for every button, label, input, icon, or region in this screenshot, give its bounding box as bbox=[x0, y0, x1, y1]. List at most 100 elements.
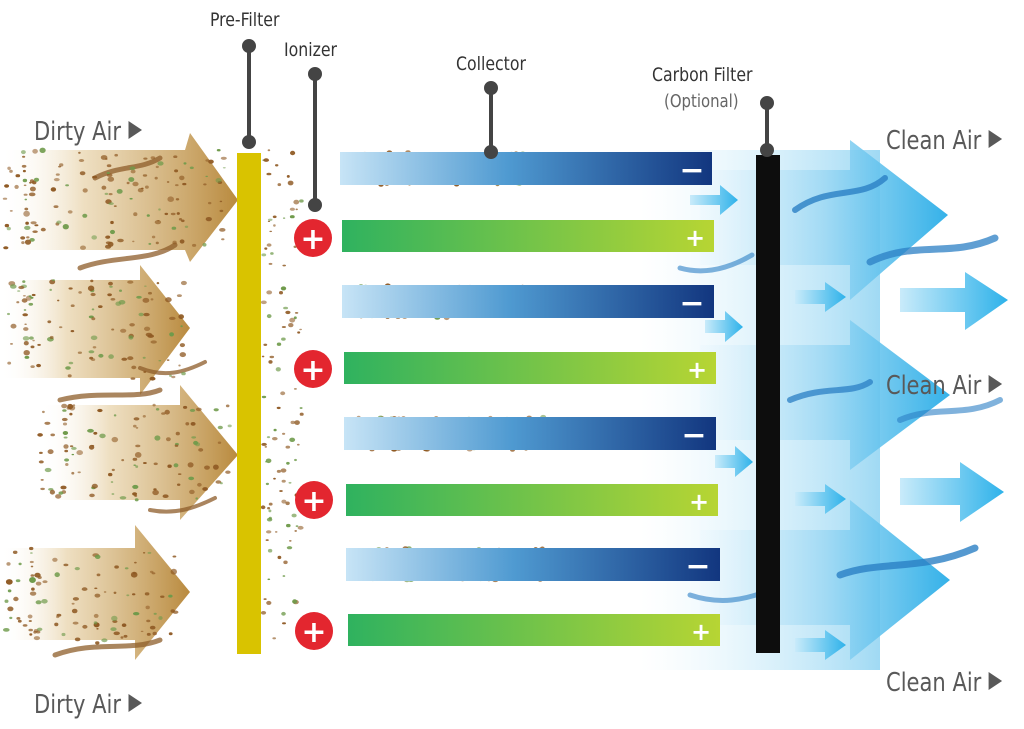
dust-particle bbox=[7, 312, 10, 316]
dirty-air-arrow bbox=[0, 525, 190, 660]
dust-particle bbox=[291, 513, 297, 518]
dust-particle bbox=[30, 552, 33, 554]
dust-particle bbox=[266, 436, 271, 439]
dust-particle bbox=[146, 619, 151, 623]
dust-particle bbox=[64, 449, 69, 453]
dust-particle bbox=[59, 163, 64, 167]
dust-particle bbox=[23, 341, 29, 346]
dust-particle bbox=[27, 614, 33, 619]
dust-particle bbox=[34, 224, 39, 227]
collector-plates bbox=[340, 152, 720, 646]
dust-particle bbox=[287, 180, 294, 186]
dust-particle bbox=[7, 589, 12, 593]
dust-particle bbox=[108, 193, 113, 196]
dust-particle bbox=[299, 412, 304, 416]
dust-particle bbox=[140, 630, 144, 633]
dust-particle bbox=[111, 493, 115, 495]
dust-particle bbox=[145, 332, 153, 337]
dust-particle bbox=[283, 306, 289, 310]
play-arrow-icon bbox=[988, 130, 1003, 148]
dust-particle bbox=[118, 300, 126, 305]
dust-particle bbox=[72, 597, 79, 601]
dust-particle bbox=[52, 557, 58, 562]
dust-particle bbox=[197, 482, 202, 487]
dirty-air-text: Dirty Air bbox=[34, 690, 122, 720]
dust-particle bbox=[155, 408, 160, 411]
dust-particle bbox=[114, 565, 119, 569]
dust-particle bbox=[4, 223, 10, 228]
dust-particle bbox=[179, 175, 185, 181]
dust-particle bbox=[37, 433, 43, 437]
dust-particle bbox=[93, 613, 99, 618]
dust-particle bbox=[142, 297, 150, 303]
dust-particle bbox=[293, 316, 297, 320]
dust-particle bbox=[97, 408, 103, 413]
dust-particle bbox=[149, 376, 156, 381]
dust-particle bbox=[263, 343, 268, 346]
dust-particle bbox=[267, 218, 273, 221]
negative-plate bbox=[342, 285, 714, 318]
dust-particle bbox=[174, 169, 179, 173]
dust-particle bbox=[290, 420, 296, 425]
dust-particle bbox=[32, 339, 35, 342]
dust-particle bbox=[51, 279, 56, 282]
clean-air-text: Clean Air bbox=[886, 668, 982, 698]
dust-particle bbox=[10, 343, 13, 345]
dust-particle bbox=[268, 262, 273, 265]
dust-particle bbox=[129, 323, 135, 327]
dust-particle bbox=[280, 286, 287, 291]
dust-particle bbox=[111, 468, 115, 472]
dust-particle bbox=[215, 178, 222, 183]
dust-particle bbox=[171, 226, 177, 230]
dust-particle bbox=[266, 243, 272, 247]
dust-particle bbox=[175, 431, 180, 436]
dust-particle bbox=[49, 335, 54, 340]
dust-particle bbox=[26, 236, 30, 239]
dust-particle bbox=[78, 291, 82, 294]
dust-particle bbox=[173, 155, 178, 158]
dust-particle bbox=[110, 220, 114, 225]
carbon-filter-bar bbox=[756, 155, 780, 653]
ionizer-plus-icon bbox=[294, 219, 332, 257]
dust-particle bbox=[44, 467, 52, 473]
clean-air-arrow-small bbox=[795, 630, 846, 660]
dust-particle bbox=[7, 361, 12, 365]
dust-particle bbox=[217, 441, 222, 444]
dust-particle bbox=[276, 406, 281, 410]
dust-particle bbox=[277, 183, 282, 187]
dust-particle bbox=[265, 461, 268, 463]
dust-particle bbox=[10, 323, 17, 329]
dust-particle bbox=[290, 150, 296, 156]
dust-particle bbox=[59, 326, 63, 329]
dust-particle bbox=[263, 598, 267, 600]
dust-particle bbox=[171, 375, 176, 379]
dust-particle bbox=[90, 292, 96, 297]
dirty-air-text: Dirty Air bbox=[34, 117, 122, 147]
dust-particle bbox=[107, 235, 110, 238]
dust-particle bbox=[175, 198, 180, 201]
play-arrow-icon bbox=[128, 121, 142, 139]
dust-particle bbox=[32, 148, 38, 154]
dust-particle bbox=[266, 172, 272, 176]
dust-particle bbox=[32, 230, 38, 233]
dust-particle bbox=[49, 288, 52, 291]
dust-particle bbox=[70, 330, 75, 333]
negative-plate bbox=[340, 152, 712, 185]
dust-particle bbox=[4, 184, 10, 188]
dust-particle bbox=[296, 443, 300, 446]
dust-particle bbox=[16, 617, 21, 620]
dust-particle bbox=[24, 225, 31, 230]
dust-particle bbox=[154, 435, 161, 441]
dust-particle bbox=[213, 408, 219, 412]
dust-particle bbox=[142, 356, 146, 359]
dust-particle bbox=[127, 280, 134, 284]
dust-particle bbox=[143, 462, 147, 464]
dust-particle bbox=[217, 425, 223, 430]
dust-particle bbox=[280, 468, 287, 473]
dust-particle bbox=[142, 552, 146, 554]
dust-particle bbox=[286, 523, 291, 528]
minus-sign: − bbox=[681, 418, 706, 453]
dust-particle bbox=[23, 184, 27, 187]
dust-particle bbox=[31, 587, 35, 591]
dust-particle bbox=[270, 252, 274, 255]
